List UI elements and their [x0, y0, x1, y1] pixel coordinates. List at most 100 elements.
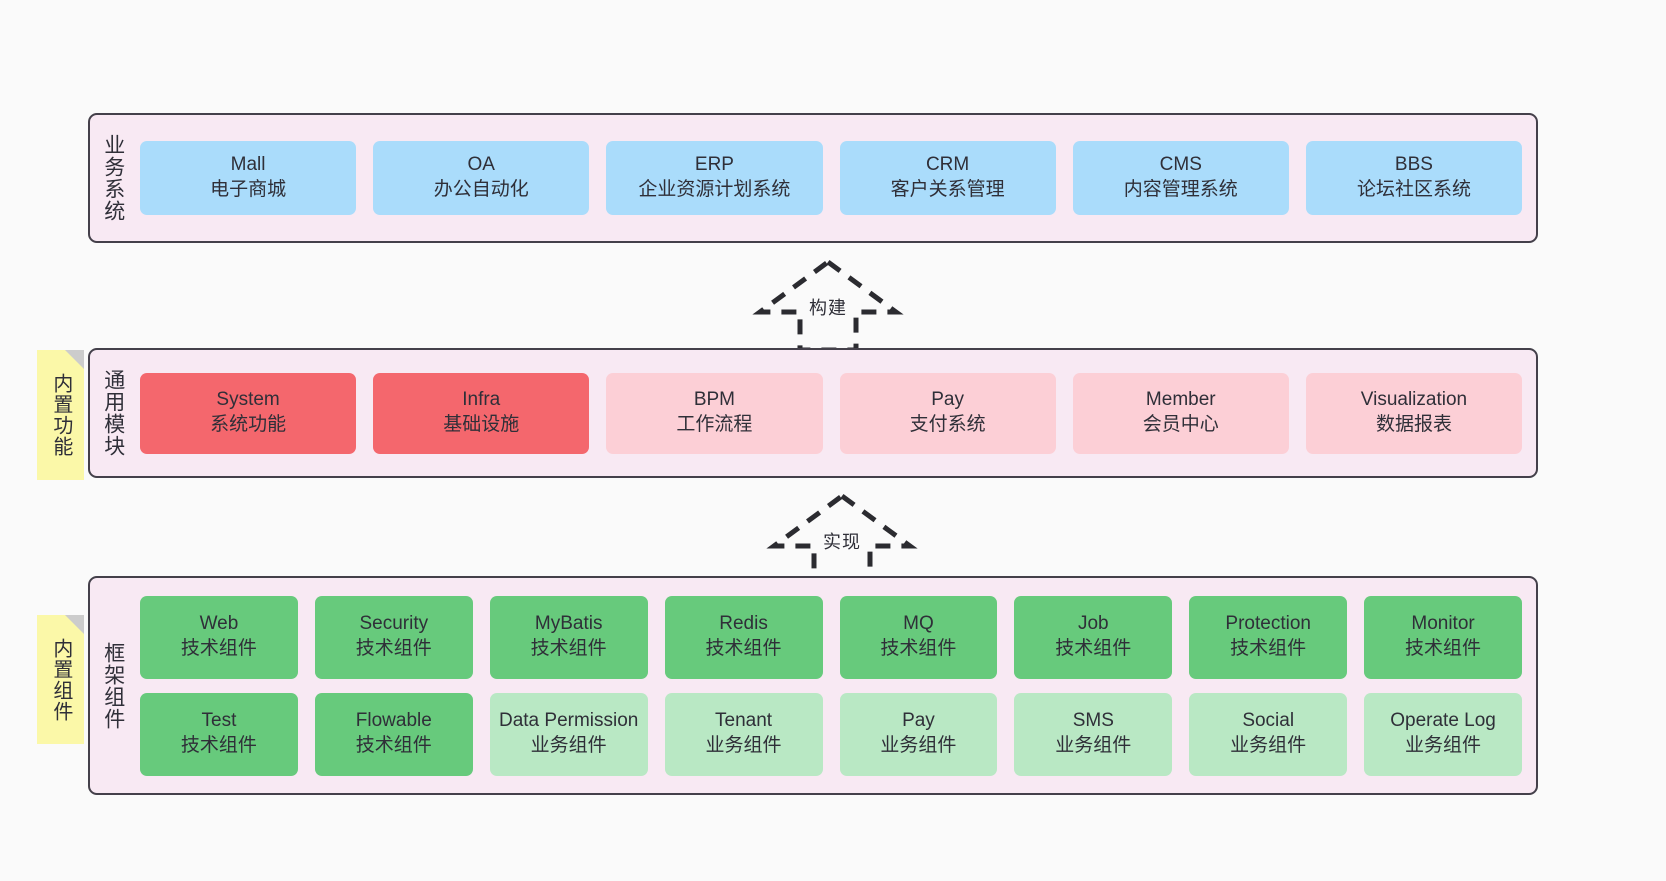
- node-mall[interactable]: Mall 电子商城: [140, 141, 357, 215]
- node-cms-desc: 内容管理系统: [1123, 179, 1238, 200]
- node-cms-name: CMS: [1159, 154, 1202, 176]
- node-crm[interactable]: CRM 客户关系管理: [839, 141, 1056, 215]
- node-mybatis-desc: 技术组件: [530, 638, 607, 659]
- node-social-desc: 业务组件: [1230, 735, 1307, 756]
- node-data-permission-name: Data Permission: [498, 710, 639, 732]
- node-sms-desc: 业务组件: [1055, 735, 1132, 756]
- layer-body-common-modules: System 系统功能 Infra 基础设施 BPM 工作流程 Pay 支付系统…: [136, 350, 1536, 476]
- node-mybatis[interactable]: MyBatis 技术组件: [489, 595, 648, 679]
- node-monitor[interactable]: Monitor 技术组件: [1364, 595, 1522, 679]
- common-modules-row: System 系统功能 Infra 基础设施 BPM 工作流程 Pay 支付系统…: [140, 372, 1523, 454]
- node-pay-module-desc: 支付系统: [909, 414, 986, 435]
- node-pay-component-desc: 业务组件: [880, 735, 957, 756]
- node-flowable[interactable]: Flowable 技术组件: [314, 692, 473, 776]
- node-system[interactable]: System 系统功能: [140, 372, 357, 454]
- node-redis-name: Redis: [719, 613, 768, 635]
- node-flowable-desc: 技术组件: [355, 735, 432, 756]
- node-mq-desc: 技术组件: [880, 638, 957, 659]
- connector-implement-label: 实现: [823, 532, 861, 552]
- node-sms[interactable]: SMS 业务组件: [1014, 692, 1173, 776]
- node-oa[interactable]: OA 办公自动化: [373, 141, 590, 215]
- node-flowable-name: Flowable: [355, 710, 432, 732]
- sticky-note-builtin-component[interactable]: 内置组件: [37, 615, 84, 744]
- node-operate-log[interactable]: Operate Log 业务组件: [1364, 692, 1522, 776]
- node-data-permission-desc: 业务组件: [530, 735, 607, 756]
- node-tenant-desc: 业务组件: [705, 735, 782, 756]
- node-bbs[interactable]: BBS 论坛社区系统: [1305, 141, 1523, 215]
- node-oa-desc: 办公自动化: [433, 179, 529, 200]
- node-job-name: Job: [1077, 613, 1109, 635]
- layer-title-common-modules: 通用模块: [101, 369, 125, 457]
- layer-title-business-systems: 业务系统: [101, 134, 125, 222]
- layer-body-framework-components: Web 技术组件 Security 技术组件 MyBatis 技术组件 Redi…: [136, 578, 1536, 793]
- node-pay-component-name: Pay: [902, 710, 935, 732]
- node-member-desc: 会员中心: [1142, 414, 1219, 435]
- layer-business-systems: 业务系统 Mall 电子商城 OA 办公自动化 ERP 企业资源计划系统 CRM…: [88, 113, 1538, 243]
- node-security[interactable]: Security 技术组件: [314, 595, 473, 679]
- node-test[interactable]: Test 技术组件: [140, 692, 298, 776]
- node-social[interactable]: Social 业务组件: [1189, 692, 1348, 776]
- node-job[interactable]: Job 技术组件: [1014, 595, 1173, 679]
- node-redis[interactable]: Redis 技术组件: [664, 595, 823, 679]
- node-protection[interactable]: Protection 技术组件: [1189, 595, 1348, 679]
- node-infra[interactable]: Infra 基础设施: [373, 372, 590, 454]
- node-bbs-desc: 论坛社区系统: [1356, 179, 1471, 200]
- node-sms-name: SMS: [1072, 710, 1114, 732]
- node-erp-desc: 企业资源计划系统: [638, 179, 791, 200]
- node-visualization-desc: 数据报表: [1375, 414, 1452, 435]
- node-mq[interactable]: MQ 技术组件: [839, 595, 998, 679]
- page-fold-icon: [65, 615, 84, 634]
- node-security-name: Security: [359, 613, 429, 635]
- node-system-name: System: [216, 389, 280, 411]
- node-redis-desc: 技术组件: [705, 638, 782, 659]
- node-test-name: Test: [201, 710, 237, 732]
- layer-body-business-systems: Mall 电子商城 OA 办公自动化 ERP 企业资源计划系统 CRM 客户关系…: [136, 115, 1536, 241]
- node-mybatis-name: MyBatis: [534, 613, 603, 635]
- node-data-permission[interactable]: Data Permission 业务组件: [489, 692, 648, 776]
- connector-build-label: 构建: [809, 298, 847, 318]
- connector-implement: 实现: [762, 490, 922, 586]
- page-fold-icon: [65, 350, 84, 369]
- framework-components-row-tech: Web 技术组件 Security 技术组件 MyBatis 技术组件 Redi…: [140, 595, 1522, 679]
- sticky-note-builtin-function[interactable]: 内置功能: [37, 350, 84, 480]
- layer-common-modules: 通用模块 System 系统功能 Infra 基础设施 BPM 工作流程 Pay…: [88, 348, 1538, 478]
- layer-framework-components: 框架组件 Web 技术组件 Security 技术组件 MyBatis 技术组件…: [88, 576, 1538, 795]
- node-monitor-desc: 技术组件: [1405, 638, 1482, 659]
- node-web-name: Web: [199, 613, 239, 635]
- node-pay-component[interactable]: Pay 业务组件: [839, 692, 998, 776]
- node-infra-desc: 基础设施: [443, 414, 520, 435]
- node-test-desc: 技术组件: [180, 735, 257, 756]
- node-crm-name: CRM: [925, 154, 970, 176]
- node-erp-name: ERP: [694, 154, 734, 176]
- node-job-desc: 技术组件: [1055, 638, 1132, 659]
- node-security-desc: 技术组件: [355, 638, 432, 659]
- node-web-desc: 技术组件: [180, 638, 257, 659]
- connector-build: 构建: [748, 256, 908, 352]
- node-oa-name: OA: [467, 154, 495, 176]
- node-member[interactable]: Member 会员中心: [1072, 372, 1289, 454]
- node-bpm-name: BPM: [693, 389, 736, 411]
- node-tenant[interactable]: Tenant 业务组件: [664, 692, 823, 776]
- node-operate-log-name: Operate Log: [1390, 710, 1496, 732]
- sticky-note-builtin-component-label: 内置组件: [49, 637, 72, 722]
- node-protection-desc: 技术组件: [1230, 638, 1307, 659]
- business-systems-row: Mall 电子商城 OA 办公自动化 ERP 企业资源计划系统 CRM 客户关系…: [140, 141, 1523, 215]
- node-monitor-name: Monitor: [1411, 613, 1475, 635]
- node-cms[interactable]: CMS 内容管理系统: [1072, 141, 1289, 215]
- node-system-desc: 系统功能: [210, 414, 287, 435]
- node-web[interactable]: Web 技术组件: [140, 595, 298, 679]
- node-infra-name: Infra: [462, 389, 501, 411]
- node-social-name: Social: [1242, 710, 1295, 732]
- node-visualization[interactable]: Visualization 数据报表: [1305, 372, 1523, 454]
- node-mq-name: MQ: [903, 613, 934, 635]
- node-crm-desc: 客户关系管理: [890, 179, 1005, 200]
- node-tenant-name: Tenant: [715, 710, 773, 732]
- sticky-note-builtin-function-label: 内置功能: [49, 373, 72, 457]
- node-pay-module[interactable]: Pay 支付系统: [839, 372, 1056, 454]
- node-bpm[interactable]: BPM 工作流程: [606, 372, 823, 454]
- node-operate-log-desc: 业务组件: [1405, 735, 1482, 756]
- node-bpm-desc: 工作流程: [676, 414, 753, 435]
- node-pay-module-name: Pay: [931, 389, 964, 411]
- node-erp[interactable]: ERP 企业资源计划系统: [606, 141, 823, 215]
- framework-components-row-business: Test 技术组件 Flowable 技术组件 Data Permission …: [140, 692, 1522, 776]
